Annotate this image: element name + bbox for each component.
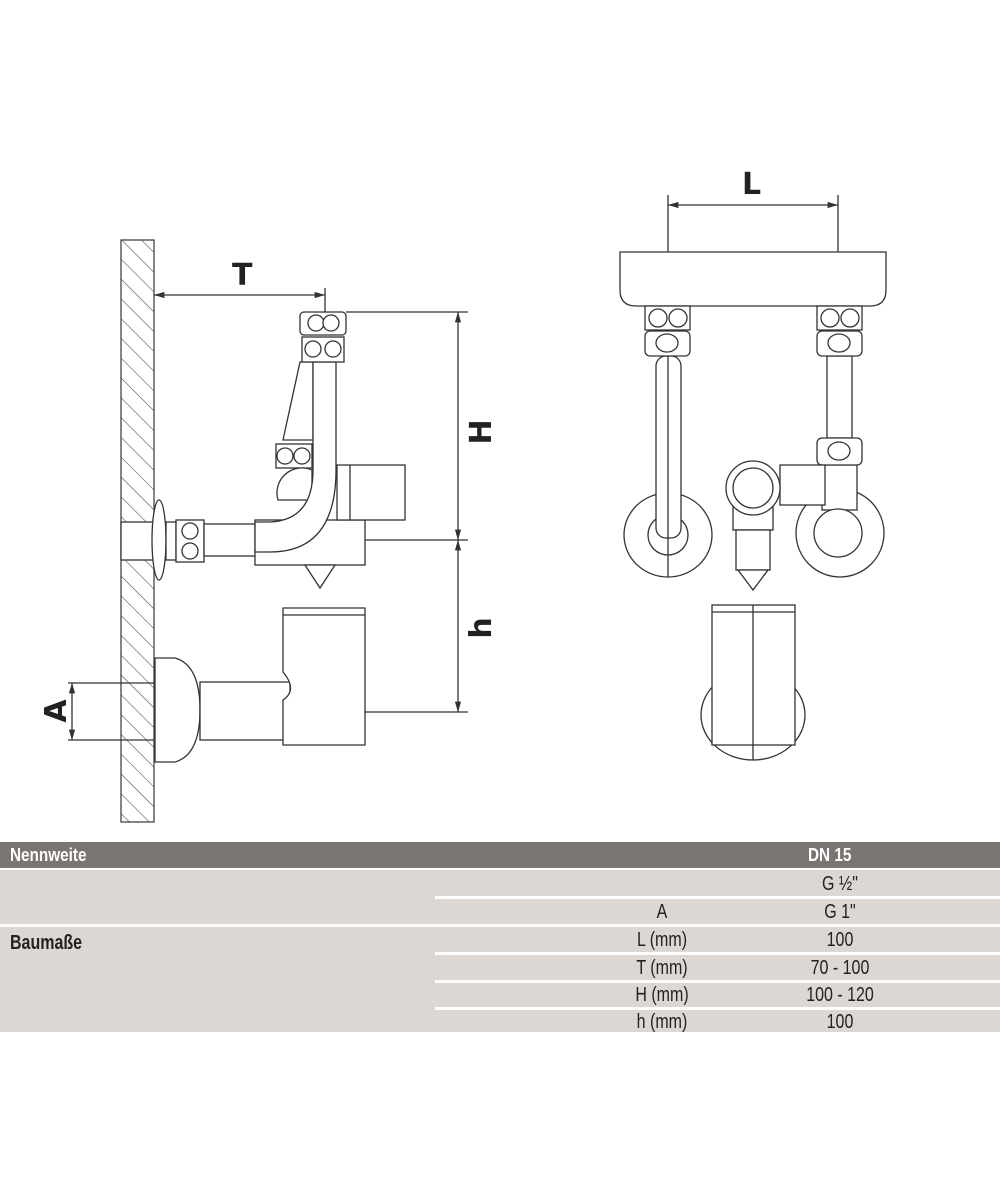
table-header-row: Nennweite DN 15	[0, 842, 1000, 868]
table-cell-value: 70 - 100	[810, 957, 870, 979]
specification-table: Nennweite DN 15 Baumaße G ½" A G 1" L (m…	[0, 842, 1000, 1033]
technical-drawing: T H h A	[39, 167, 887, 823]
header-label: Nennweite	[10, 845, 87, 865]
row-divider	[0, 924, 1000, 927]
dimension-label-h-lower: h	[464, 617, 499, 638]
table-cell-value: 100 - 120	[806, 984, 874, 1006]
table-cell-value: 100	[826, 1011, 854, 1033]
table-cell-value: 100	[826, 929, 854, 951]
cover-side	[154, 607, 366, 763]
header-value: DN 15	[808, 845, 852, 865]
dimension-label-h-upper: H	[464, 419, 499, 444]
row-divider	[435, 896, 1000, 899]
table-cell-param: A	[656, 901, 668, 923]
table-cell-param: H (mm)	[635, 984, 689, 1006]
table-cell-value: G 1"	[824, 901, 856, 923]
table-cell-param: L (mm)	[636, 929, 688, 951]
dimension-label-l: L	[742, 167, 761, 202]
dimension-label-t: T	[232, 258, 253, 293]
dimension-label-a: A	[39, 699, 74, 723]
side-view: T H h A	[39, 239, 499, 823]
valve-side	[120, 311, 406, 590]
table-cell-param: h (mm)	[636, 1011, 688, 1033]
table-body: Baumaße G ½" A G 1" L (mm) 100 T (mm) 70…	[0, 870, 1000, 1033]
row-divider	[435, 980, 1000, 983]
table-cell-param: T (mm)	[636, 957, 688, 979]
row-divider	[435, 1007, 1000, 1010]
front-view: L	[619, 167, 887, 761]
group-label: Baumaße	[10, 932, 83, 954]
table-cell-value: G ½"	[822, 873, 858, 895]
basin	[619, 251, 887, 307]
row-divider	[435, 952, 1000, 955]
